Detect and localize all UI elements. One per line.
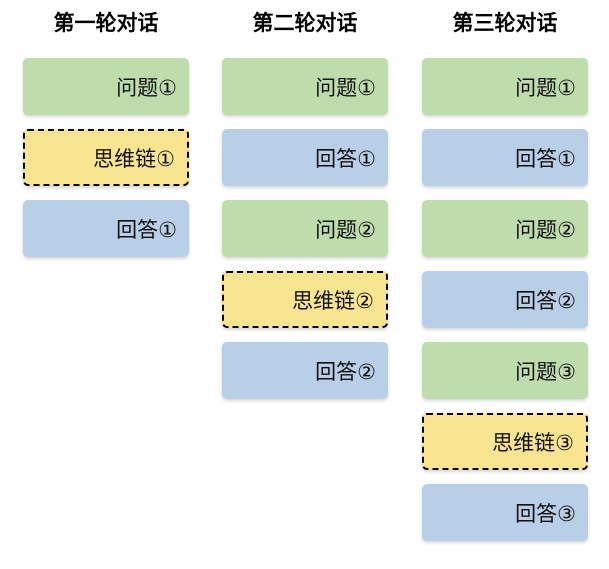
answer-box-r2-a1: 回答① [222, 129, 388, 186]
question-box-r3-q2: 问题② [422, 200, 588, 257]
answer-label: 回答② [515, 289, 576, 313]
answer-box-r3-a1: 回答① [422, 129, 588, 186]
question-label: 问题③ [515, 360, 576, 384]
chain-of-thought-label: 思维链③ [492, 431, 574, 455]
column-title-round-3: 第三轮对话 [452, 12, 558, 35]
question-label: 问题② [515, 218, 576, 242]
chain-of-thought-box-r2: 思维链② [222, 271, 388, 328]
chain-of-thought-box-r3: 思维链③ [422, 413, 588, 470]
answer-box-r3-a3: 回答③ [422, 484, 588, 541]
column-title-round-2: 第二轮对话 [252, 12, 358, 35]
question-label: 问题① [315, 76, 376, 100]
question-label: 问题② [315, 218, 376, 242]
answer-label: 回答① [116, 218, 177, 242]
question-box-r3-q1: 问题① [422, 58, 588, 115]
question-box-r1-q1: 问题① [23, 58, 189, 115]
answer-box-r3-a2: 回答② [422, 271, 588, 328]
answer-label: 回答① [515, 147, 576, 171]
answer-box-r1-a1: 回答① [23, 200, 189, 257]
answer-box-r2-a2: 回答② [222, 342, 388, 399]
column-round-2: 第二轮对话 问题① 回答① 问题② 思维链② 回答② [222, 10, 388, 413]
question-box-r2-q1: 问题① [222, 58, 388, 115]
question-box-r3-q3: 问题③ [422, 342, 588, 399]
column-round-3: 第三轮对话 问题① 回答① 问题② 回答② 问题③ 思维链③ 回答③ [422, 10, 588, 555]
answer-label: 回答② [315, 360, 376, 384]
column-title-round-1: 第一轮对话 [53, 12, 159, 35]
chain-of-thought-label: 思维链① [93, 147, 175, 171]
answer-label: 回答① [315, 147, 376, 171]
column-round-1: 第一轮对话 问题① 思维链① 回答① [23, 10, 189, 271]
answer-label: 回答③ [515, 502, 576, 526]
question-label: 问题① [515, 76, 576, 100]
question-box-r2-q2: 问题② [222, 200, 388, 257]
chain-of-thought-label: 思维链② [292, 289, 374, 313]
question-label: 问题① [116, 76, 177, 100]
chain-of-thought-box-r1: 思维链① [23, 129, 189, 186]
